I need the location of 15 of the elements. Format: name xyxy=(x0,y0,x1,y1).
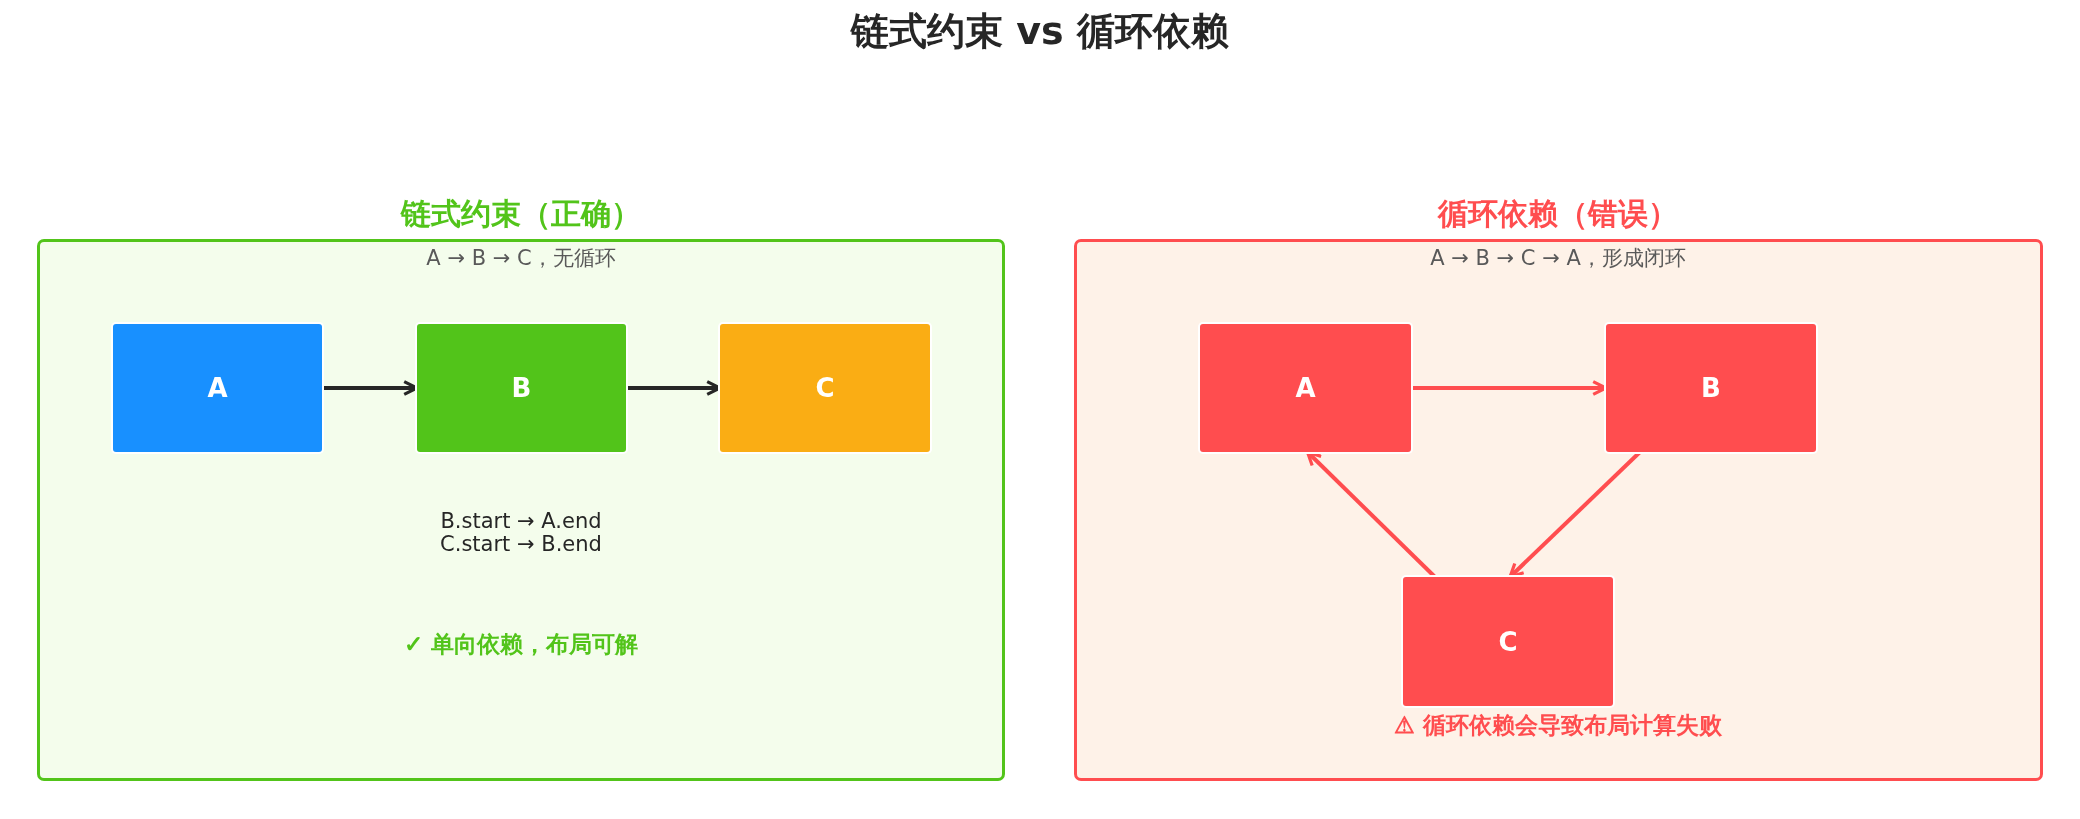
panel-subtitle: A → B → C，无循环 xyxy=(426,246,616,272)
panel-title: 循环依赖（错误） xyxy=(1438,196,1678,232)
task-box: A xyxy=(1200,324,1411,452)
task-box: C xyxy=(1403,577,1613,706)
task-box: B xyxy=(1606,324,1816,452)
task-box: B xyxy=(417,324,626,452)
panel-subtitle: A → B → C → A，形成闭环 xyxy=(1430,246,1686,272)
warning-note: ⚠ 循环依赖会导致布局计算失败 xyxy=(1394,711,1722,739)
diagram-title: 链式约束 vs 循环依赖 xyxy=(851,8,1229,55)
task-box: C xyxy=(720,324,930,452)
constraint-text: B.start → A.end xyxy=(440,509,602,535)
task-box: A xyxy=(113,324,322,452)
result-note: ✓ 单向依赖，布局可解 xyxy=(404,630,638,658)
panel-title: 链式约束（正确） xyxy=(401,196,641,232)
constraint-text: C.start → B.end xyxy=(440,532,602,558)
